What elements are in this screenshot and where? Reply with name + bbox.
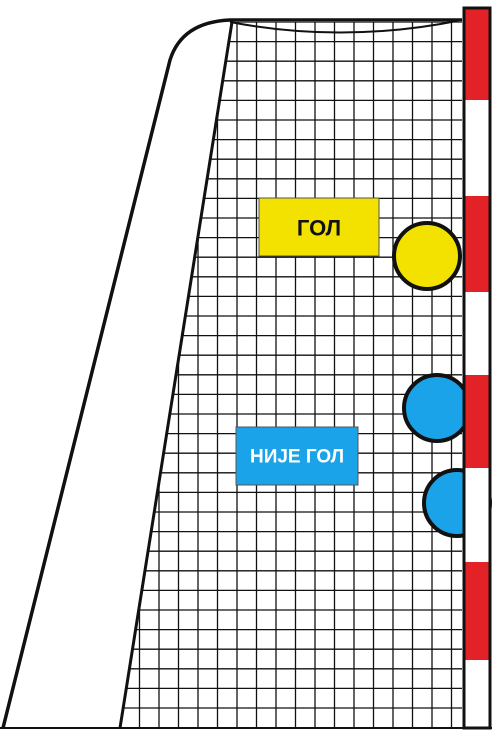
- goal-label: ГОЛ: [259, 198, 379, 256]
- goal-post-red-stripe: [464, 8, 490, 100]
- no-goal-label-text: НИЈЕ ГОЛ: [250, 447, 344, 468]
- goal-post-red-stripe: [464, 196, 490, 292]
- no-goal-label: НИЈЕ ГОЛ: [236, 427, 358, 485]
- goal-post-red-stripe: [464, 375, 490, 468]
- goal-post-red-stripe: [464, 562, 490, 660]
- goal-post-front: [464, 8, 490, 728]
- ball-no-goal-upper: [404, 375, 470, 441]
- ball-goal: [394, 223, 460, 289]
- net-top-edge: [230, 20, 462, 33]
- goal-label-text: ГОЛ: [297, 216, 341, 241]
